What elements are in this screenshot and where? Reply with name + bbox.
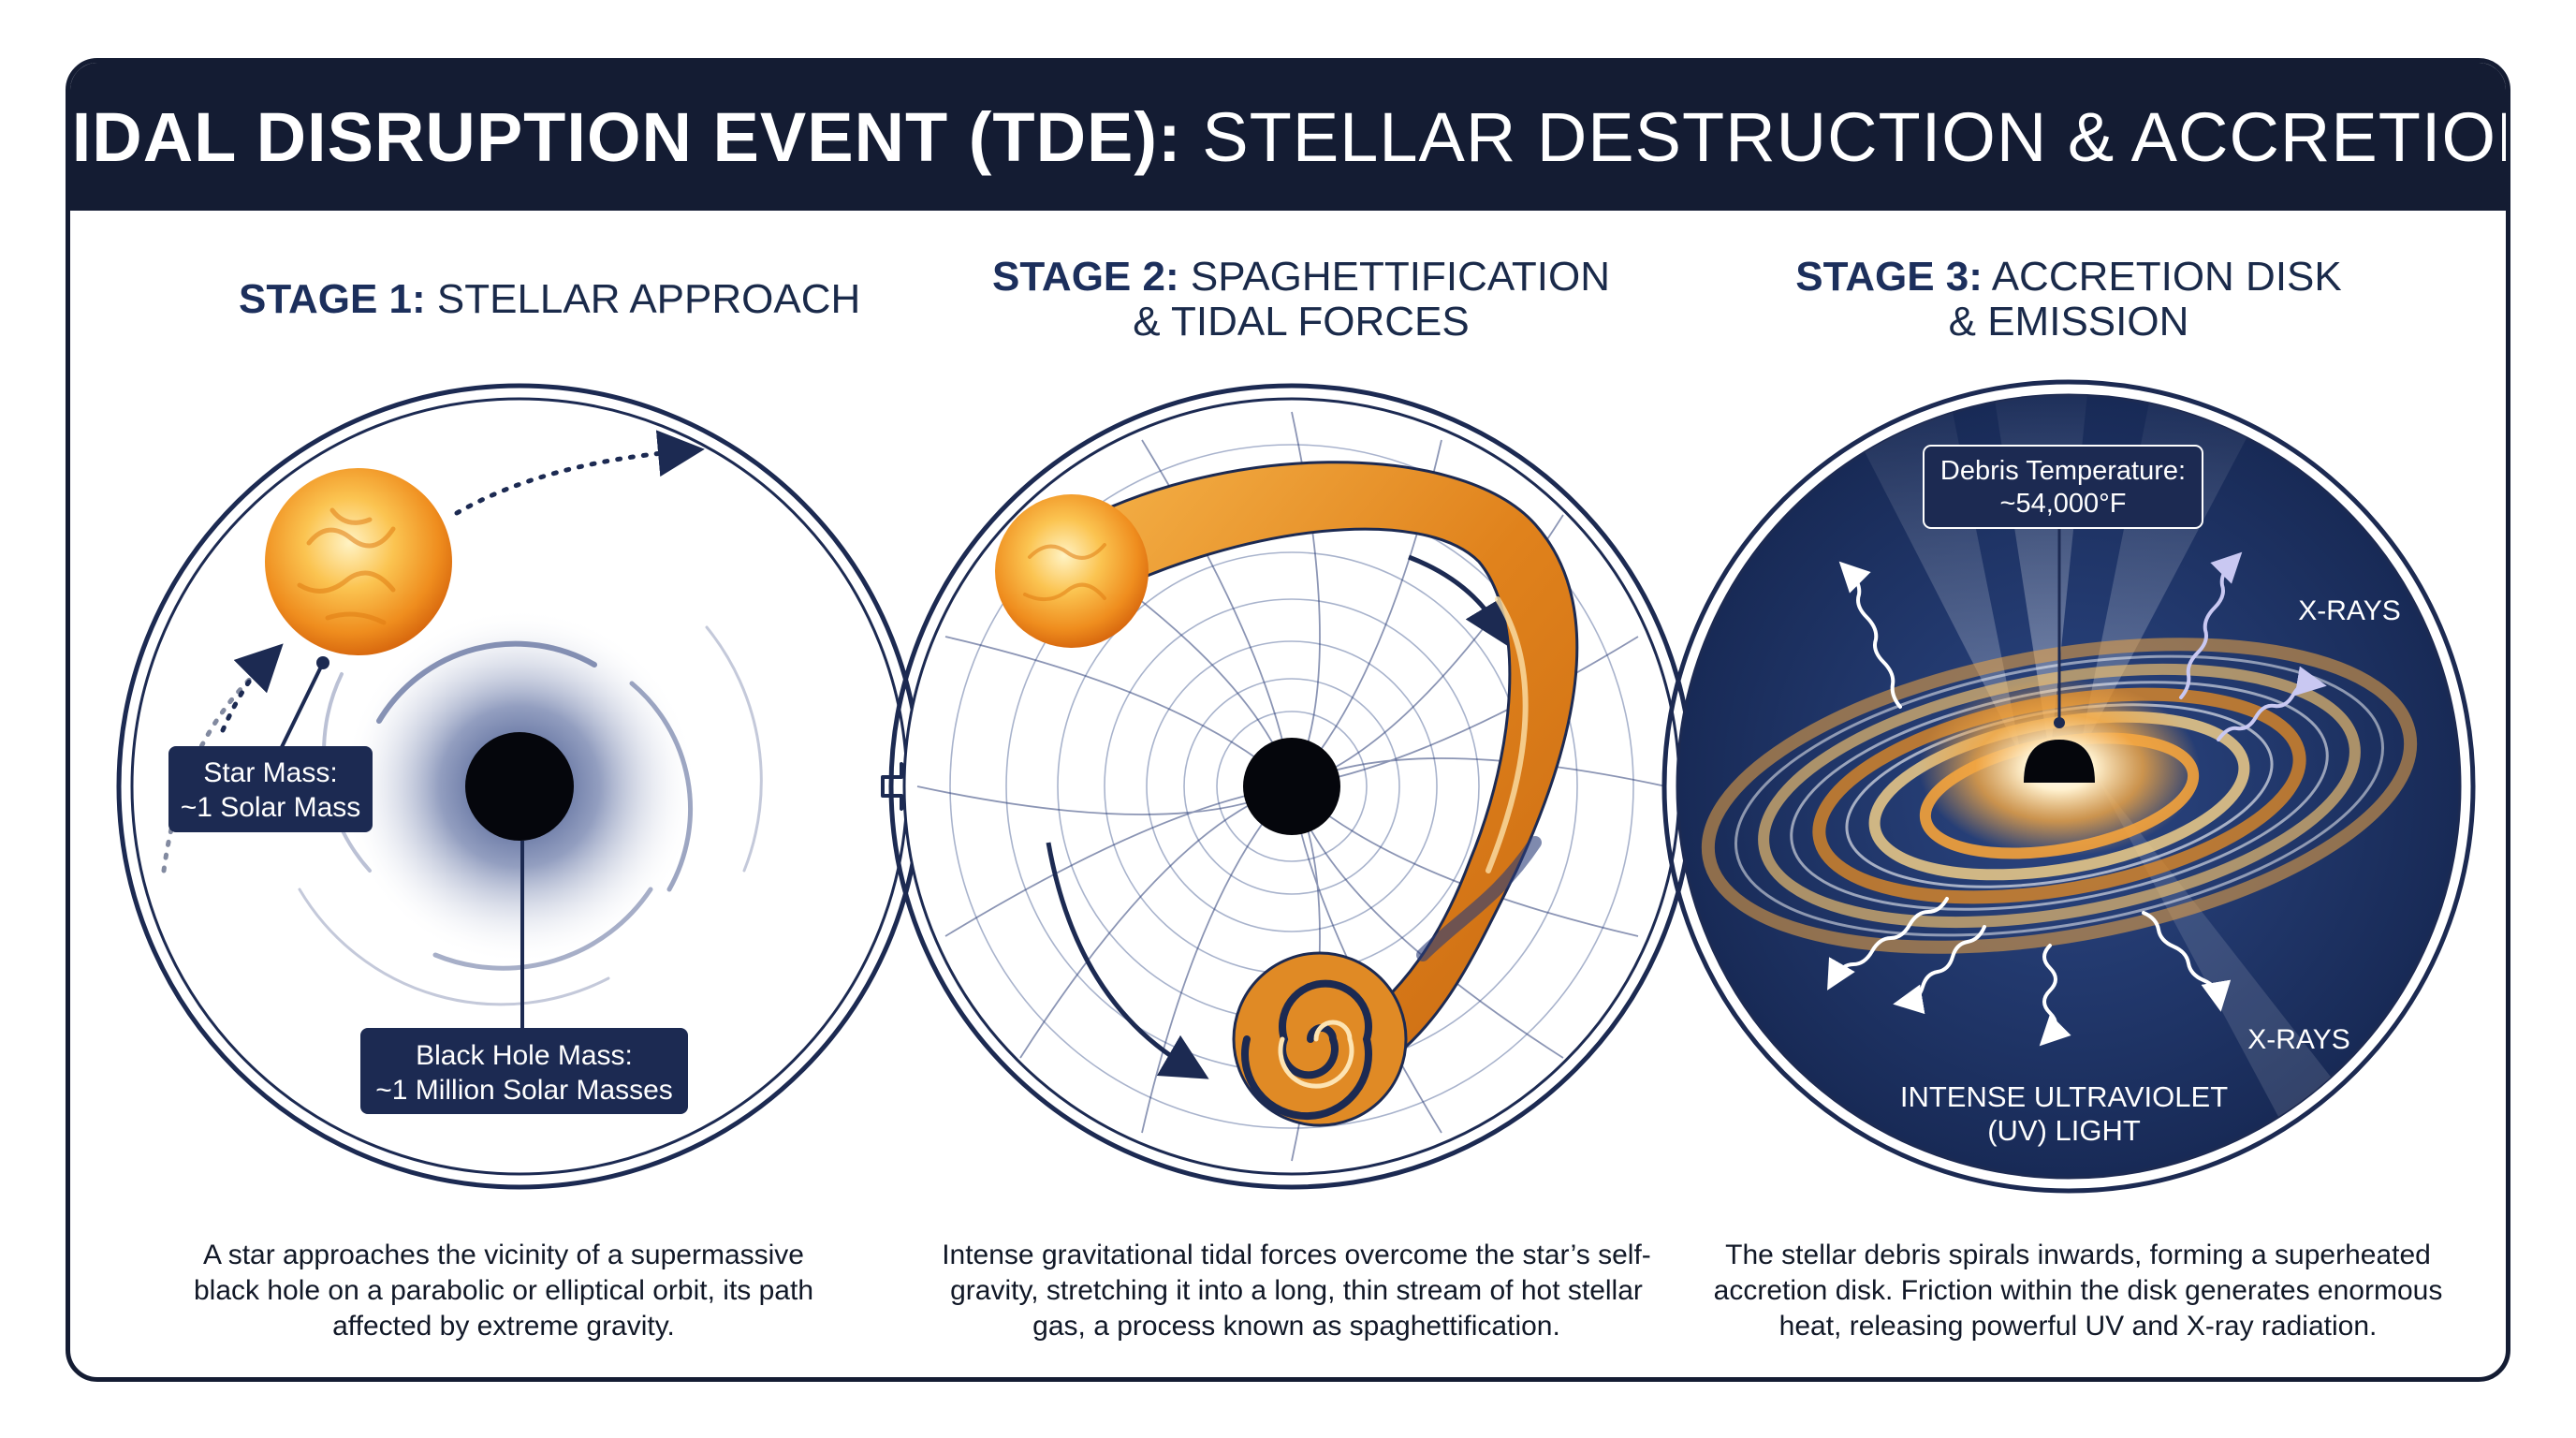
stage-2-description: Intense gravitational tidal forces overc…: [942, 1240, 1651, 1342]
title-light: STELLAR DESTRUCTION & ACCRETION: [1202, 97, 2510, 176]
stage-3-heading: STAGE 3: ACCRETION DISK & EMISSION: [1795, 254, 2342, 345]
black-hole-icon: [465, 732, 574, 841]
black-hole-icon-2: [1243, 738, 1340, 835]
xray-arrow-3: [2142, 911, 2232, 1012]
uv-ray-arrow-4: [2039, 944, 2071, 1047]
stage-2-illustration: [888, 383, 1695, 1190]
star-mass-callout: Star Mass: ~1 Solar Mass: [168, 746, 373, 832]
svg-text:~1 Million Solar Masses: ~1 Million Solar Masses: [375, 1075, 673, 1106]
debris-spiral: [1232, 951, 1408, 1127]
stage-1-heading: STAGE 1: STELLAR APPROACH: [239, 276, 861, 322]
stage-1-description: A star approaches the vicinity of a supe…: [193, 1240, 814, 1342]
svg-text:Black Hole Mass:: Black Hole Mass:: [416, 1040, 633, 1071]
uv-label-line1: INTENSE ULTRAVIOLET: [1900, 1080, 2228, 1113]
stage-2-heading: STAGE 2: SPAGHETTIFICATION & TIDAL FORCE…: [991, 254, 1611, 345]
xray-arrow: [2179, 551, 2243, 699]
svg-text:Star Mass:: Star Mass:: [203, 757, 337, 788]
uv-ray-arrow-2: [1827, 897, 1949, 990]
xray-arrow-2: [2217, 666, 2327, 741]
title-banner: TIDAL DISRUPTION EVENT (TDE): STELLAR DE…: [70, 63, 2506, 211]
page-title: TIDAL DISRUPTION EVENT (TDE): STELLAR DE…: [66, 97, 2510, 177]
black-hole-mass-callout: Black Hole Mass: ~1 Million Solar Masses: [360, 1028, 688, 1114]
svg-text:~1 Solar Mass: ~1 Solar Mass: [181, 792, 361, 823]
stage-3-illustration: [1661, 379, 2476, 1194]
xrays-label-lower: X-RAYS: [2247, 1024, 2349, 1055]
uv-ray-arrow: [1838, 561, 1902, 709]
black-hole-icon-3: [2024, 740, 2095, 783]
star-icon: [265, 468, 452, 655]
stage-3-description: The stellar debris spirals inwards, form…: [1713, 1240, 2443, 1342]
title-bold: TIDAL DISRUPTION EVENT (TDE):: [66, 97, 1182, 176]
xrays-label-upper: X-RAYS: [2298, 595, 2400, 626]
stretched-star-icon: [995, 494, 1149, 648]
svg-text:Debris Temperature:: Debris Temperature:: [1940, 456, 2186, 486]
svg-text:~54,000°F: ~54,000°F: [2000, 489, 2127, 519]
debris-temperature-callout: Debris Temperature: ~54,000°F: [1923, 445, 2203, 529]
uv-ray-arrow-3: [1893, 925, 1986, 1015]
uv-label-line2: (UV) LIGHT: [1987, 1114, 2141, 1147]
